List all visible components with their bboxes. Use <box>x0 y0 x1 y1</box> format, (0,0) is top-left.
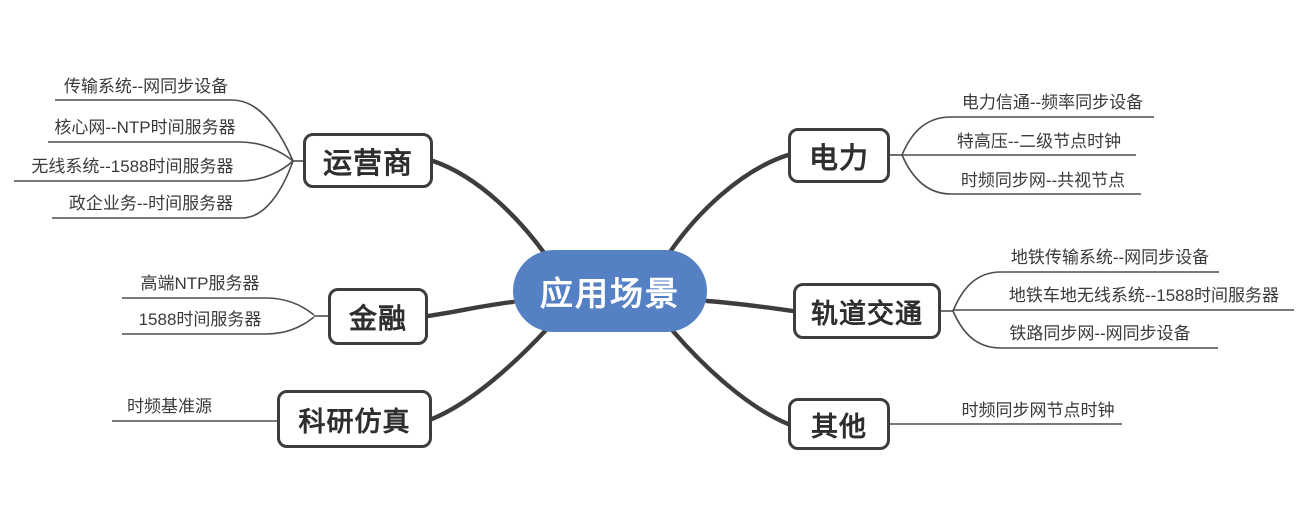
leaf-operators-3[interactable]: 无线系统--1588时间服务器 <box>31 157 234 176</box>
leaf-rail-3[interactable]: 铁路同步网--网同步设备 <box>1009 324 1191 343</box>
leaf-operators-1[interactable]: 传输系统--网同步设备 <box>63 77 229 96</box>
branch-node-research-simulation[interactable]: 科研仿真 <box>277 390 432 448</box>
branch-curve-research-simulation <box>429 327 549 422</box>
center-node[interactable]: 应用场景 <box>513 250 707 332</box>
leaf-research-1[interactable]: 时频基准源 <box>127 397 212 416</box>
branch-curve-operators <box>430 158 548 257</box>
leaf-finance-2[interactable]: 1588时间服务器 <box>138 310 262 329</box>
branch-curve-other <box>669 327 791 427</box>
branch-curve-finance <box>425 299 516 319</box>
leaf-connector-rail-1 <box>952 271 1219 312</box>
leaf-connector-rail-3 <box>952 310 1218 349</box>
leaf-connector-power-1 <box>901 116 1154 156</box>
leaf-operators-2[interactable]: 核心网--NTP时间服务器 <box>54 118 236 137</box>
leaf-connector-operators-2 <box>48 141 294 162</box>
leaf-operators-4[interactable]: 政企业务--时间服务器 <box>68 194 234 213</box>
leaf-other-1[interactable]: 时频同步网节点时钟 <box>961 401 1115 420</box>
branch-curve-power <box>667 152 791 255</box>
leaf-connector-operators-3 <box>14 160 294 182</box>
leaf-connector-finance-2 <box>122 316 315 335</box>
branch-node-power[interactable]: 电力 <box>788 128 890 183</box>
leaf-connector-finance-1 <box>122 297 315 316</box>
leaf-connector-operators-1 <box>55 99 294 162</box>
leaf-power-1[interactable]: 电力信通--频率同步设备 <box>961 93 1144 112</box>
branch-node-operators[interactable]: 运营商 <box>303 133 433 188</box>
leaf-power-3[interactable]: 时频同步网--共视节点 <box>960 171 1126 190</box>
branch-node-finance[interactable]: 金融 <box>328 288 428 345</box>
branch-node-rail-transit[interactable]: 轨道交通 <box>793 283 941 339</box>
leaf-connector-power-3 <box>901 154 1141 195</box>
leaf-rail-1[interactable]: 地铁传输系统--网同步设备 <box>1010 248 1210 267</box>
branch-curve-rail-transit <box>704 298 796 314</box>
leaf-power-2[interactable]: 特高压--二级节点时钟 <box>956 132 1122 151</box>
branch-node-other[interactable]: 其他 <box>788 398 890 450</box>
leaf-rail-2[interactable]: 地铁车地无线系统--1588时间服务器 <box>1008 286 1280 305</box>
leaf-connector-operators-4 <box>52 160 294 219</box>
leaf-finance-1[interactable]: 高端NTP服务器 <box>140 274 260 293</box>
